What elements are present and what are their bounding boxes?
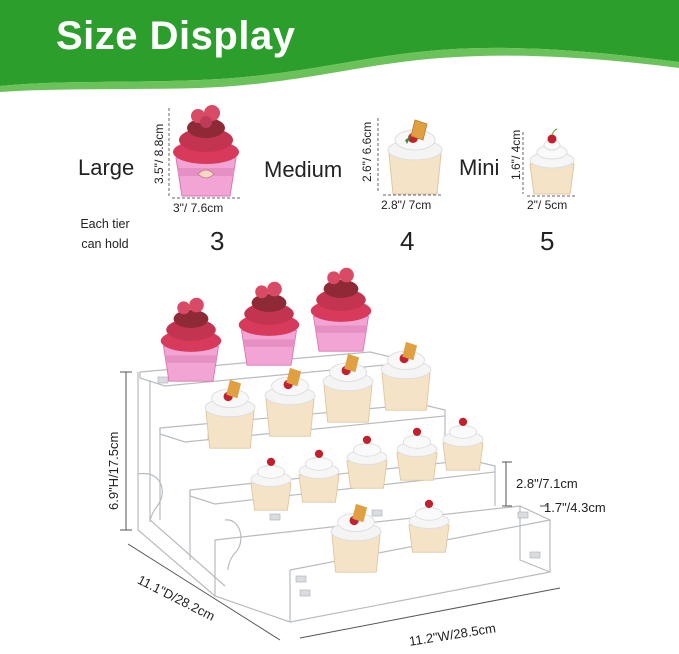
mini-count: 5 (540, 226, 555, 256)
stand-mini-cupcake (250, 457, 292, 511)
tier-note-line1: Each tier (80, 217, 130, 231)
tier-note: Each tier can hold (70, 214, 140, 254)
stand-medium-cupcake (322, 353, 374, 423)
medium-count: 4 (400, 226, 415, 256)
stand-large-cupcake (238, 281, 300, 366)
step-label: 1.7"/4.3cm (544, 500, 606, 515)
stand-large-cupcake (160, 297, 222, 382)
stand-mini-cupcake (346, 435, 388, 489)
stand-mini-cupcake (396, 427, 438, 481)
stand-medium-cupcake (380, 341, 432, 411)
large-width-label: 3"/ 7.6cm (173, 201, 224, 215)
stand-mini-cupcake (408, 499, 450, 553)
stand-medium-cupcake (330, 503, 382, 573)
size-label-medium: Medium (264, 157, 343, 182)
page-title: Size Display (56, 14, 296, 58)
large-count: 3 (210, 226, 225, 256)
tier-gap-label: 2.8"/7.1cm (516, 476, 578, 491)
header-banner: Size Display (0, 0, 679, 92)
stand-height-label: 6.9"H/17.5cm (106, 431, 121, 510)
medium-cupcake-image (387, 119, 443, 195)
medium-width-label: 2.8"/ 7cm (381, 198, 432, 212)
mini-width-label: 2"/ 5cm (527, 198, 568, 212)
stand-medium-cupcake (264, 367, 316, 437)
banner-shape (0, 0, 679, 92)
size-label-large: Large (78, 155, 135, 180)
size-label-mini: Mini (459, 155, 500, 180)
large-cupcake-image (173, 105, 239, 197)
tier-note-line2: can hold (81, 237, 129, 251)
mini-cupcake-image (529, 128, 575, 195)
stand-medium-cupcake (204, 379, 256, 449)
stand-mini-cupcake (442, 417, 484, 471)
stand-large-cupcake (310, 267, 372, 352)
stand-mini-cupcake (298, 449, 340, 503)
